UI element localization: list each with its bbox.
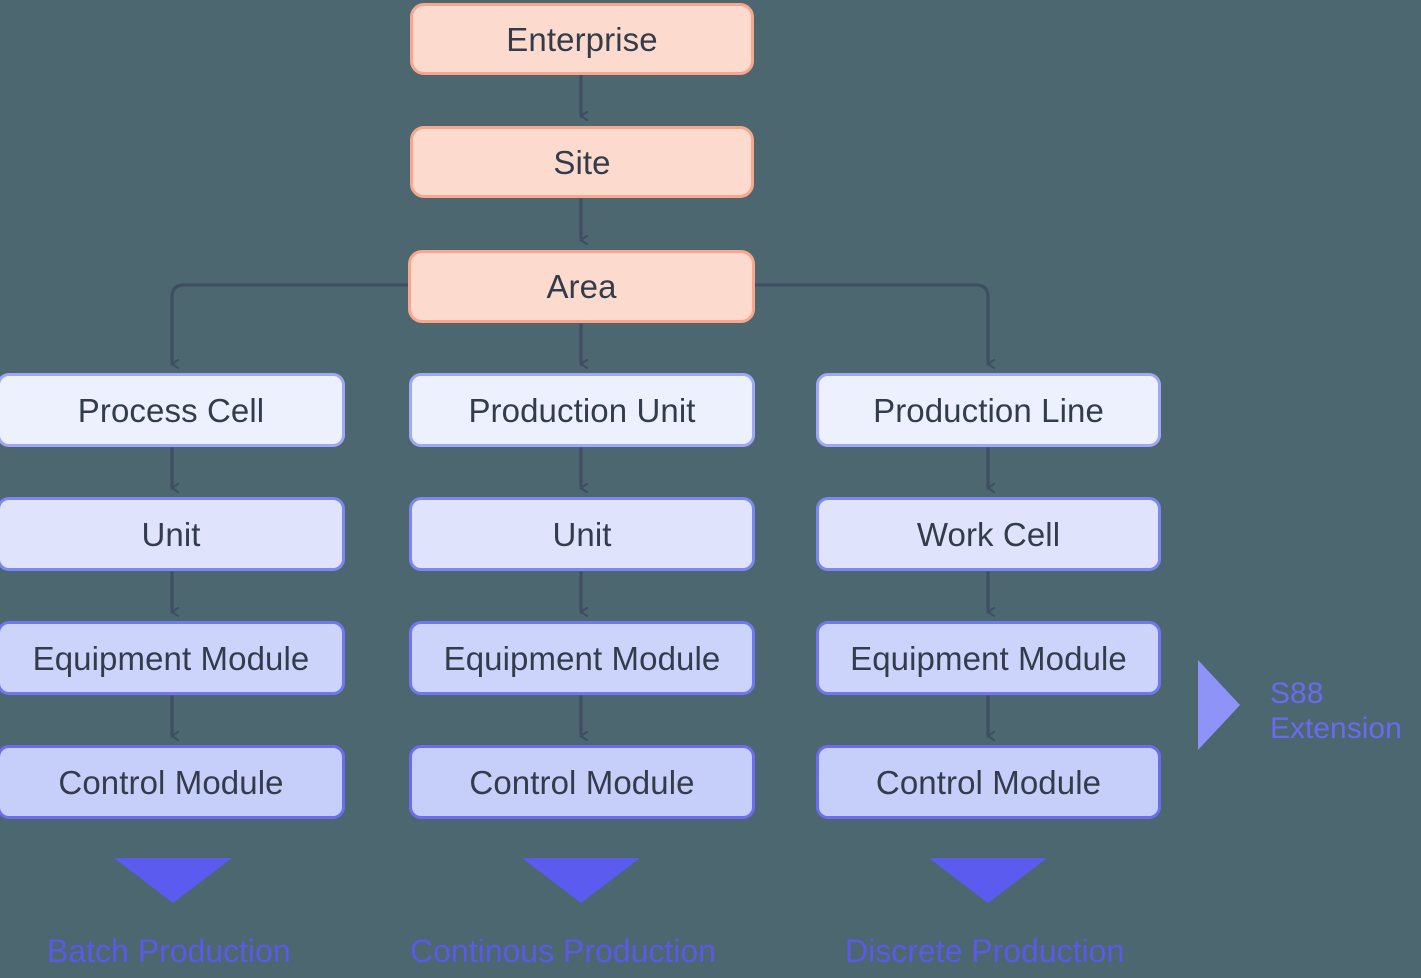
node-c3-control-module-label: Control Module xyxy=(875,763,1102,801)
arrow-area-production-line xyxy=(752,283,988,364)
node-production-unit[interactable]: Production Unit xyxy=(409,373,755,447)
node-area[interactable]: Area xyxy=(408,250,755,323)
outcome-arrow-continuous xyxy=(522,858,640,903)
outcome-label-continuous: Continous Production xyxy=(410,933,716,969)
node-c3-equipment-module[interactable]: Equipment Module xyxy=(816,621,1161,695)
node-c2-control-module-label: Control Module xyxy=(469,763,695,801)
node-site[interactable]: Site xyxy=(410,126,754,198)
node-work-cell[interactable]: Work Cell xyxy=(816,497,1161,571)
outcome-label-discrete: Discrete Production xyxy=(845,933,1125,969)
node-c3-control-module[interactable]: Control Module xyxy=(816,745,1161,819)
node-c2-equipment-module-label: Equipment Module xyxy=(443,639,721,677)
node-production-unit-label: Production Unit xyxy=(468,391,696,429)
outcome-label-batch: Batch Production xyxy=(47,933,291,969)
node-area-label: Area xyxy=(546,268,617,305)
node-c2-control-module[interactable]: Control Module xyxy=(409,745,755,819)
node-c1-control-module-label: Control Module xyxy=(58,763,284,801)
node-production-line-label: Production Line xyxy=(873,391,1104,429)
node-c2-unit[interactable]: Unit xyxy=(409,497,755,571)
outcome-arrow-discrete xyxy=(929,858,1047,903)
s88-extension-line2: Extension xyxy=(1270,712,1402,746)
node-c1-unit[interactable]: Unit xyxy=(0,497,345,571)
node-production-line[interactable]: Production Line xyxy=(816,373,1161,447)
node-process-cell[interactable]: Process Cell xyxy=(0,373,345,447)
node-work-cell-label: Work Cell xyxy=(916,515,1061,553)
node-c3-equipment-module-label: Equipment Module xyxy=(850,639,1127,677)
s88-extension-arrow-icon xyxy=(1198,660,1240,750)
node-site-label: Site xyxy=(553,143,611,181)
node-enterprise-label: Enterprise xyxy=(506,20,658,58)
s88-extension-line1: S88 xyxy=(1270,677,1324,710)
node-c2-unit-label: Unit xyxy=(552,515,612,553)
outcome-arrow-batch xyxy=(114,858,232,903)
node-c1-unit-label: Unit xyxy=(141,515,201,553)
arrow-area-process-cell xyxy=(170,283,410,364)
s88-extension-label: S88 Extension xyxy=(1270,676,1402,747)
node-c2-equipment-module[interactable]: Equipment Module xyxy=(409,621,755,695)
node-enterprise[interactable]: Enterprise xyxy=(410,3,754,75)
node-process-cell-label: Process Cell xyxy=(77,391,265,429)
node-c1-equipment-module-label: Equipment Module xyxy=(32,639,310,677)
node-c1-control-module[interactable]: Control Module xyxy=(0,745,345,819)
node-c1-equipment-module[interactable]: Equipment Module xyxy=(0,621,345,695)
